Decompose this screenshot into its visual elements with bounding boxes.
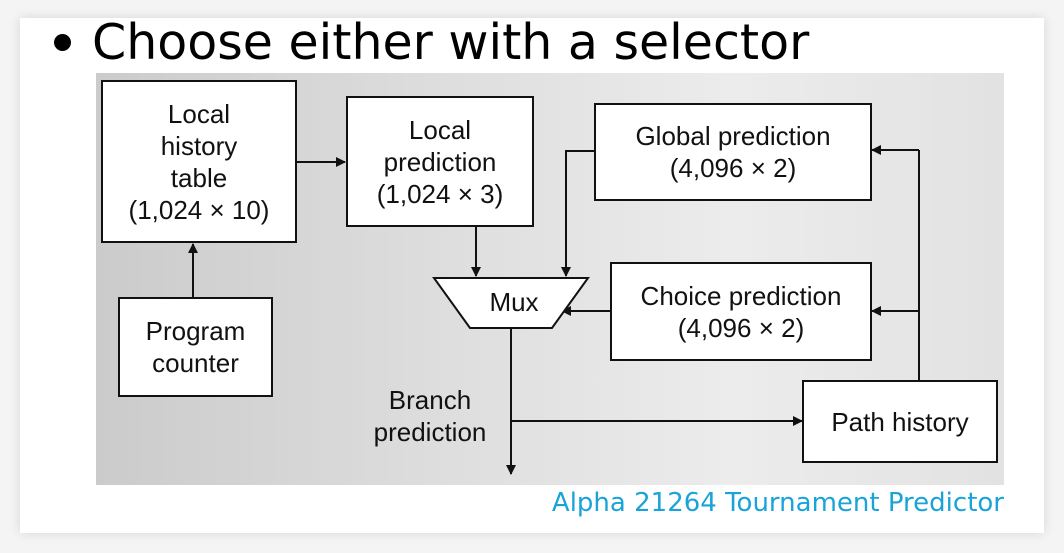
path-history-box: Path history [802,380,998,463]
global-prediction-box: Global prediction (4,096 × 2) [594,103,872,201]
choice-prediction-line: Choice prediction [640,280,842,311]
program-counter-box: Program counter [118,297,273,397]
mux-label: Mux [489,287,539,317]
path-history-line: Path history [831,406,969,437]
bullet-dot [54,34,71,51]
local-history-table-line: history [160,130,238,161]
local-history-table-line: Local [167,98,231,129]
choice-prediction-line: (4,096 × 2) [677,312,805,343]
branch-prediction-line: prediction [373,417,487,447]
local-prediction-box: Local prediction (1,024 × 3) [346,96,534,227]
local-history-table-line: table [170,162,228,193]
global-prediction-line: (4,096 × 2) [669,153,797,183]
local-history-table-line: (1,024 × 10) [128,194,270,225]
branch-prediction-label: Branch prediction [360,384,500,448]
branch-prediction-line: Branch [388,385,472,415]
global-prediction-line: Global prediction [635,121,831,151]
slide-heading: Choose either with a selector [92,14,810,71]
local-prediction-line: (1,024 × 3) [376,178,504,209]
arrow-global-pred-to-mux [561,150,596,277]
mux-shape [432,277,590,329]
local-history-table-box: Local history table (1,024 × 10) [101,80,297,243]
local-prediction-line: prediction [383,146,497,177]
local-prediction-line: Local [408,114,472,145]
figure-caption: Alpha 21264 Tournament Predictor [551,488,1004,518]
program-counter-line: counter [152,348,239,378]
program-counter-line: Program [145,316,246,346]
choice-prediction-box: Choice prediction (4,096 × 2) [610,262,872,361]
